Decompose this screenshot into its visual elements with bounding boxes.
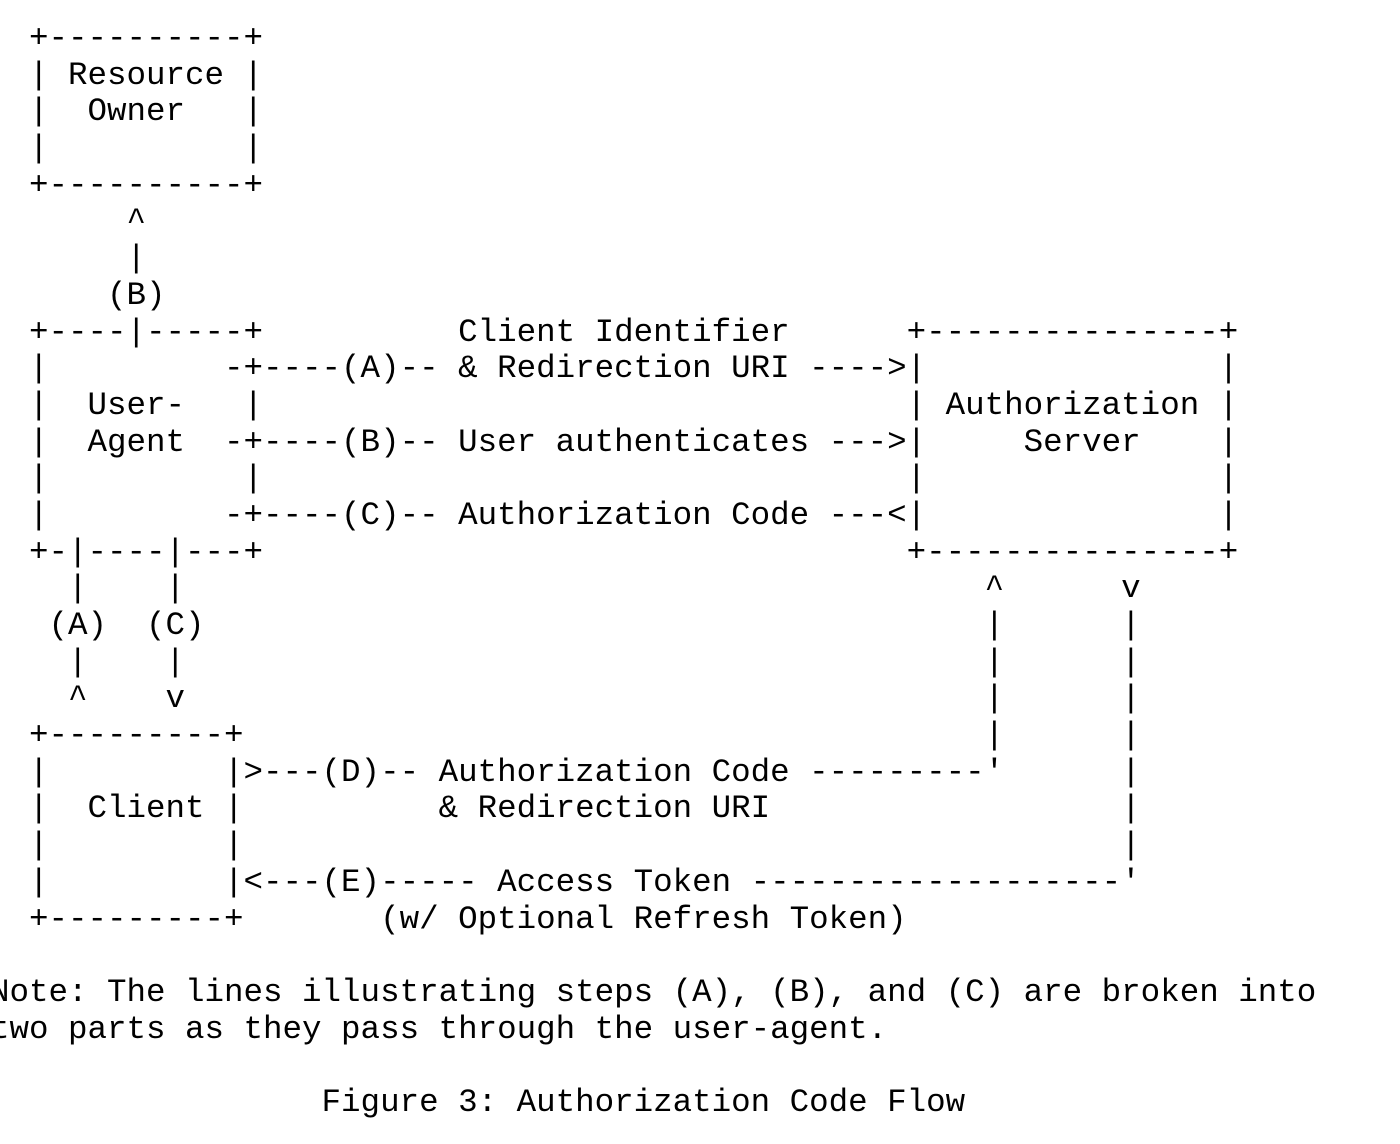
step-b-arrow-shaft: | [0,240,147,278]
user-agent-and-server-box-top: +----|-----+ Client Identifier +--------… [0,313,1239,351]
connector-arrows: ^ v | | [0,680,1141,718]
user-agent-and-server-box-bottom: +-|----|---+ +---------------+ [0,533,1239,571]
resource-owner-label-line-2: | Owner | [0,93,264,131]
client-box-bottom: +---------+ (w/ Optional Refresh Token) [0,900,907,938]
client-box-top: +---------+ | | [0,717,1141,755]
connector-line-1: | | ^ v [0,570,1141,608]
user-agent-label-line-1: | User- | | Authorization | [0,386,1239,424]
resource-owner-box-top: +----------+ [0,20,264,57]
blank-line [0,1048,1316,1085]
resource-owner-box-side: | | [0,130,264,168]
step-e-flow-line: | |<---(E)----- Access Token -----------… [0,863,1141,901]
resource-owner-box-bottom: +----------+ [0,166,264,204]
step-b-label: (B) [0,276,166,314]
user-agent-box-side: | | | | [0,460,1239,498]
step-b-flow-line: | Agent -+----(B)-- User authenticates -… [0,423,1239,461]
authorization-code-flow-diagram: +----------+ | Resource | | Owner | | | … [0,20,1317,1122]
step-a-c-labels: (A) (C) | | [0,607,1141,644]
blank-line [0,938,1316,975]
figure-caption: Figure 3: Authorization Code Flow [0,1083,966,1121]
step-c-flow-line: | -+----(C)-- Authorization Code ---<| | [0,496,1239,534]
client-label-line: | Client | & Redirection URI | [0,790,1141,828]
client-box-side: | | | [0,827,1141,865]
resource-owner-label-line-1: | Resource | [0,56,264,94]
note-line-2: two parts as they pass through the user-… [0,1010,888,1048]
connector-line-2: | | | | [0,643,1141,681]
step-a-flow-line: | -+----(A)-- & Redirection URI ---->| | [0,350,1239,388]
step-d-flow-line: | |>---(D)-- Authorization Code --------… [0,753,1141,791]
note-line-1: Note: The lines illustrating steps (A), … [0,973,1317,1011]
step-b-arrow-head: ^ [0,203,147,241]
